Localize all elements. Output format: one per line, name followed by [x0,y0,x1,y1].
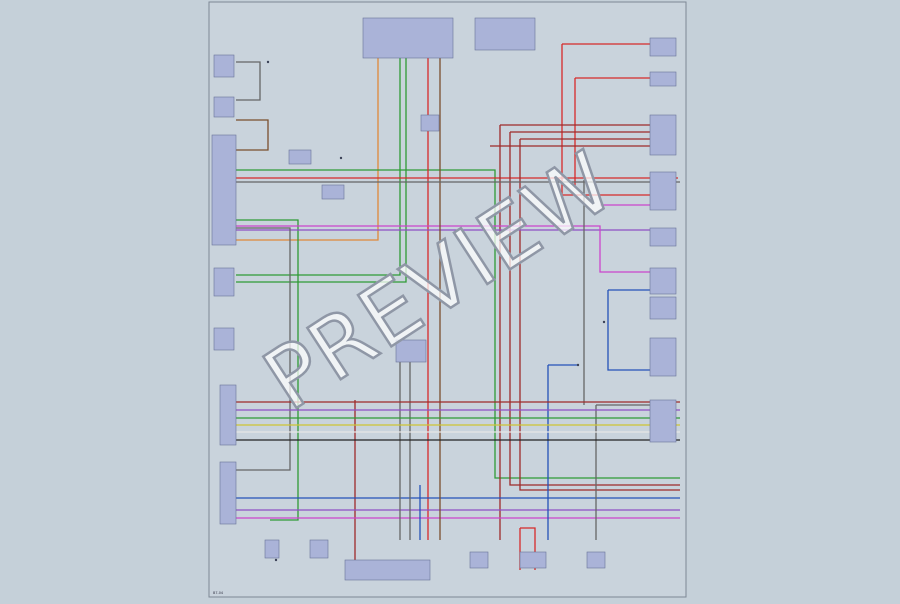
bottom-block-3 [344,559,431,581]
pin-3 [576,363,580,367]
wire-darkred-3 [519,138,680,491]
mid-box-2 [321,184,345,200]
right-block-6 [649,267,677,295]
left-block-6 [219,384,237,446]
pin-4 [602,320,606,324]
right-block-3 [649,114,677,156]
wire-layer [236,40,680,570]
mid-box-1 [288,149,312,165]
pin-stubs [266,60,606,562]
bottom-block-4 [469,551,489,569]
left-block-4 [213,267,235,297]
pin-2 [266,60,270,64]
wire-green-2 [236,58,407,283]
wire-green-4 [236,169,680,479]
right-block-4 [649,171,677,211]
wire-blue-3 [547,364,578,540]
left-block-5 [213,327,235,351]
wire-red-3 [561,43,650,196]
component-layer [211,17,677,581]
wire-gray-6 [399,362,411,540]
bottom-block-6 [586,551,606,569]
wire-blue-4 [607,289,650,371]
wire-darkred-1 [499,124,650,540]
right-block-1 [649,37,677,57]
right-block-2 [649,71,677,87]
wire-darkred-2 [509,131,680,486]
wire-green-3 [236,219,299,521]
right-block-7 [649,296,677,320]
pin-1 [339,156,343,160]
left-block-3 [211,134,237,246]
left-block-2 [213,96,235,118]
mid-box-4 [395,339,427,363]
wire-magenta-1 [236,225,650,273]
bottom-block-5 [519,551,547,569]
mid-box-3 [420,114,440,132]
right-block-5 [649,227,677,247]
wire-brown-1 [236,119,269,151]
left-block-1 [213,54,235,78]
top-connector-2 [474,17,536,51]
wire-red-4 [574,77,650,188]
sheet-code: B7-04 [213,591,223,595]
wire-gray-5 [236,61,261,101]
bottom-block-2 [309,539,329,559]
bottom-block-1 [264,539,280,559]
left-block-7 [219,461,237,525]
right-block-9 [649,399,677,443]
wire-gray-2 [236,227,291,471]
wire-green-1 [236,58,401,276]
wire-orange [236,58,379,241]
right-block-8 [649,337,677,377]
pin-5 [274,558,278,562]
top-connector-1 [362,17,454,59]
wire-gray-3 [595,404,650,540]
